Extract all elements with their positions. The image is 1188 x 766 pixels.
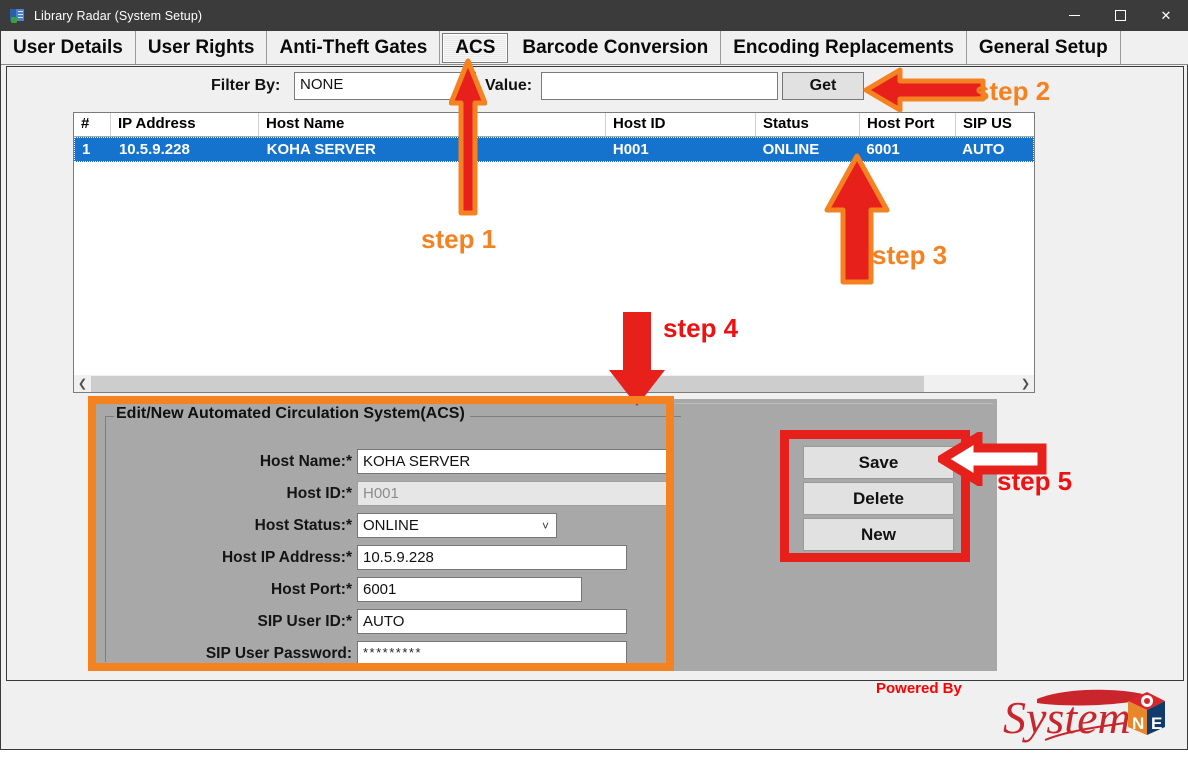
step1-label: step 1 bbox=[421, 224, 497, 254]
svg-text:System: System bbox=[1003, 692, 1131, 743]
select-host-status[interactable]: ONLINE ˅ bbox=[357, 513, 557, 538]
column-header-status[interactable]: Status bbox=[756, 113, 860, 136]
close-icon[interactable]: ✕ bbox=[1160, 8, 1172, 23]
logo-cube-left-letter: N bbox=[1132, 714, 1144, 733]
label-sip-user-id: SIP User ID:* bbox=[257, 613, 352, 630]
get-button[interactable]: Get bbox=[782, 72, 864, 100]
column-header-sip-user[interactable]: SIP US bbox=[963, 115, 1012, 132]
step4-arrow-down-icon bbox=[609, 312, 665, 406]
tab-acs[interactable]: ACS bbox=[442, 33, 509, 63]
input-host-port[interactable]: 6001 bbox=[357, 577, 582, 602]
acs-table[interactable]: # IP Address Host Name Host ID Status Ho… bbox=[73, 112, 1035, 392]
title-bar: Library Radar (System Setup) ✕ bbox=[1, 0, 1188, 31]
filter-by-select[interactable]: NONE bbox=[294, 72, 476, 100]
value-input[interactable] bbox=[541, 72, 778, 100]
scrollbar-thumb[interactable] bbox=[91, 375, 925, 392]
window-controls: ✕ bbox=[1051, 0, 1188, 31]
column-header-host-name[interactable]: Host Name bbox=[259, 113, 606, 136]
label-host-ip-address: Host IP Address:* bbox=[221, 549, 352, 566]
cell-host-name: KOHA SERVER bbox=[266, 141, 376, 158]
powered-by-label: Powered By bbox=[876, 680, 962, 697]
filter-by-label: Filter By: bbox=[211, 77, 281, 94]
tab-general-setup[interactable]: General Setup bbox=[966, 31, 1121, 64]
tab-anti-theft-gates[interactable]: Anti-Theft Gates bbox=[267, 31, 441, 64]
app-window: Library Radar (System Setup) ✕ User Deta… bbox=[0, 0, 1188, 750]
cell-host-id: H001 bbox=[612, 141, 649, 158]
column-header-ip-address[interactable]: IP Address bbox=[111, 113, 259, 136]
table-horizontal-scrollbar[interactable]: ❮ ❯ bbox=[73, 375, 1035, 393]
edit-form-panel: Edit/New Automated Circulation System(AC… bbox=[95, 399, 997, 671]
window-title: Library Radar (System Setup) bbox=[34, 8, 203, 23]
acs-group-box: Edit/New Automated Circulation System(AC… bbox=[105, 405, 681, 666]
save-button[interactable]: Save bbox=[803, 446, 954, 479]
label-sip-user-password: SIP User Password: bbox=[205, 645, 352, 662]
column-header-host-port[interactable]: Host Port bbox=[860, 113, 956, 136]
label-host-name: Host Name:* bbox=[259, 453, 352, 470]
step3-label: step 3 bbox=[872, 240, 948, 270]
column-header-host-id[interactable]: Host ID bbox=[606, 113, 756, 136]
tab-user-details[interactable]: User Details bbox=[1, 31, 136, 64]
new-button[interactable]: New bbox=[803, 518, 954, 551]
system-ne-logo: System N E bbox=[1003, 689, 1165, 743]
cell-status: ONLINE bbox=[762, 141, 820, 158]
step4-highlight-box bbox=[88, 396, 674, 671]
table-header-row: # IP Address Host Name Host ID Status Ho… bbox=[74, 113, 1034, 137]
input-sip-user-id[interactable]: AUTO bbox=[357, 609, 627, 634]
step5-arrow-left-outline-icon bbox=[938, 432, 1047, 486]
cell-index: 1 bbox=[82, 141, 91, 158]
input-sip-user-password[interactable]: ********* bbox=[357, 641, 627, 666]
acs-tab-panel: Filter By: NONE Value: Get # IP Address … bbox=[6, 66, 1184, 681]
tab-user-rights[interactable]: User Rights bbox=[135, 31, 268, 64]
filter-toolbar: Filter By: NONE Value: Get bbox=[7, 67, 1179, 107]
label-host-status: Host Status:* bbox=[254, 517, 352, 534]
step5-label: step 5 bbox=[997, 466, 1073, 496]
tab-strip-filler bbox=[1120, 31, 1188, 64]
step1-arrow-up-icon bbox=[449, 58, 487, 216]
input-host-id: H001 bbox=[357, 481, 667, 506]
maximize-icon[interactable] bbox=[1097, 0, 1143, 31]
step3-arrow-up-icon bbox=[824, 153, 890, 285]
cell-ip-address: 10.5.9.228 bbox=[118, 141, 190, 158]
chevron-left-icon[interactable]: ❮ bbox=[74, 375, 91, 392]
edit-form-inner: Edit/New Automated Circulation System(AC… bbox=[99, 403, 993, 667]
scrollbar-track[interactable] bbox=[91, 375, 1017, 392]
chevron-down-icon: ˅ bbox=[541, 519, 549, 533]
label-host-id: Host ID:* bbox=[286, 485, 352, 502]
column-header-index[interactable]: # bbox=[74, 113, 111, 136]
cell-host-port: 6001 bbox=[866, 141, 900, 158]
tab-encoding-replacements[interactable]: Encoding Replacements bbox=[721, 31, 967, 64]
step5-highlight-box bbox=[780, 430, 970, 562]
select-host-status-value: ONLINE bbox=[363, 517, 419, 534]
input-host-ip-address[interactable]: 10.5.9.228 bbox=[357, 545, 627, 570]
group-box-title: Edit/New Automated Circulation System(AC… bbox=[114, 405, 470, 423]
logo-cube-right-letter: E bbox=[1151, 714, 1162, 733]
chevron-right-icon[interactable]: ❯ bbox=[1017, 375, 1034, 392]
label-host-port: Host Port:* bbox=[271, 581, 352, 598]
delete-button[interactable]: Delete bbox=[803, 482, 954, 515]
minimize-icon[interactable] bbox=[1051, 0, 1097, 31]
tab-bar: User Details User Rights Anti-Theft Gate… bbox=[1, 31, 1188, 65]
step2-arrow-left-icon bbox=[863, 67, 986, 113]
book-app-icon bbox=[10, 8, 26, 24]
cell-sip-user: AUTO bbox=[962, 141, 1005, 158]
step2-label: step 2 bbox=[975, 76, 1051, 106]
value-label: Value: bbox=[485, 77, 533, 94]
tab-barcode-conversion[interactable]: Barcode Conversion bbox=[510, 31, 722, 64]
table-row[interactable]: 1 10.5.9.228 KOHA SERVER H001 ONLINE 600… bbox=[74, 137, 1034, 162]
step4-label: step 4 bbox=[663, 313, 739, 343]
